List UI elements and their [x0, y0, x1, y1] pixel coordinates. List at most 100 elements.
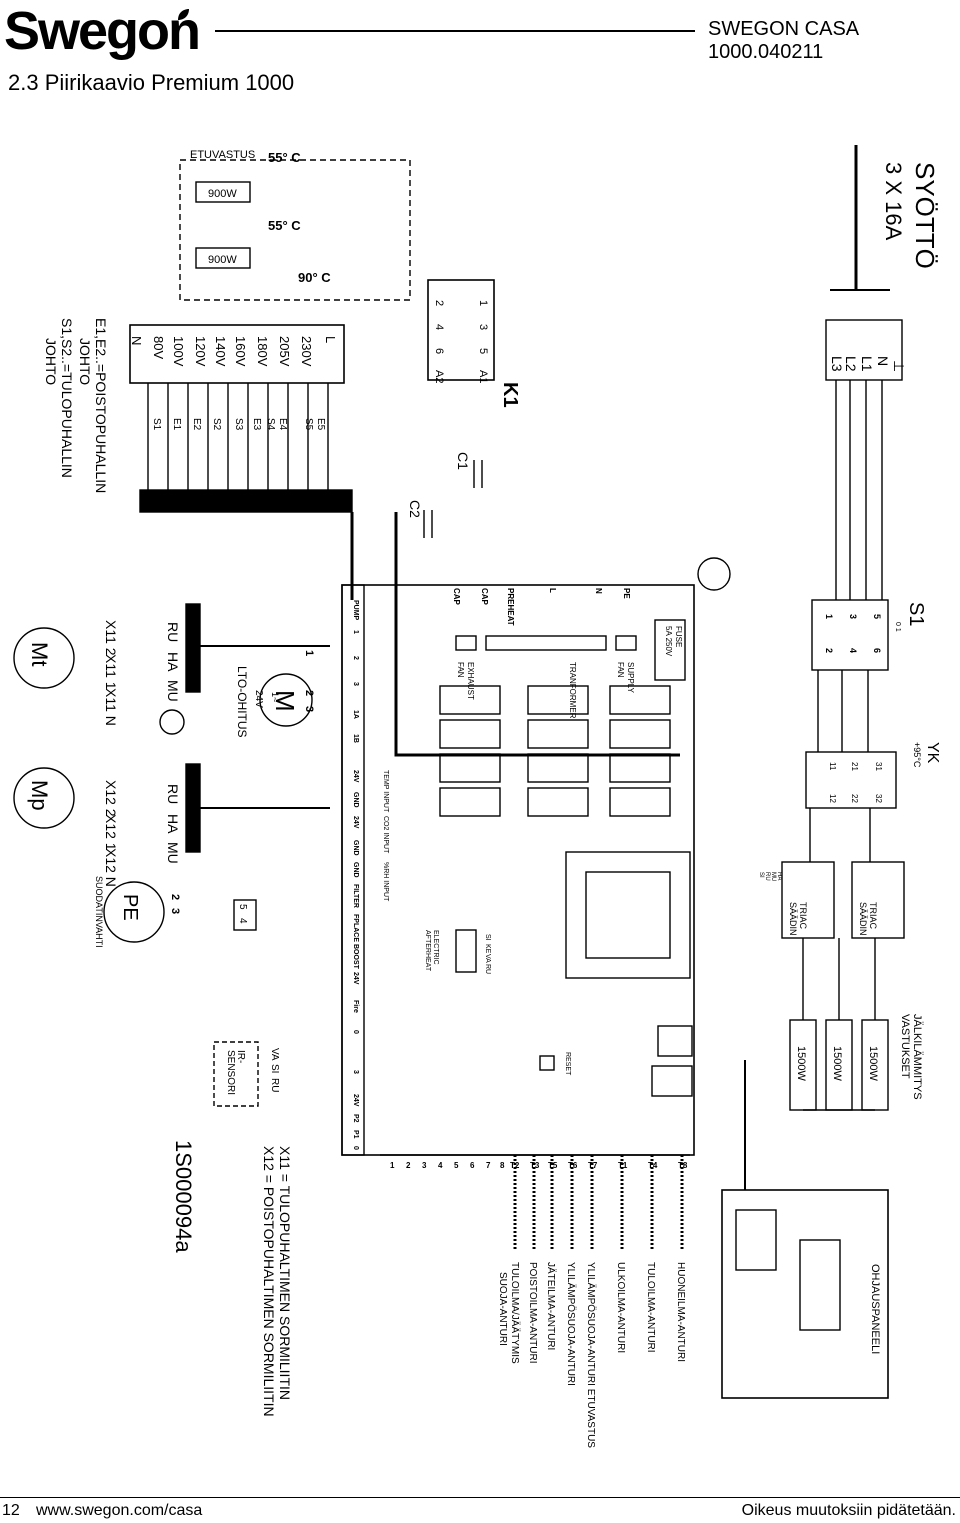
sw-pin: 4 [237, 918, 248, 924]
board-terminal: 24V [352, 972, 359, 985]
x11-label: X11 2 [103, 620, 119, 656]
s1-pin: 4 [848, 648, 858, 653]
afterheat-heaters-label-2: VASTUKSET [899, 1014, 911, 1079]
capacitor-c2: C2 [407, 500, 423, 518]
tap-wire: E4 [277, 418, 288, 431]
tap-wire: E3 [251, 418, 262, 431]
tap-label: 230V [299, 336, 314, 367]
ir-wire: RU [269, 1078, 280, 1092]
header-rule [215, 30, 695, 32]
fan-mt-label: Mt [27, 642, 52, 666]
board-exhaust-label: EXHAUST [466, 662, 475, 700]
x11-label: X11 N [103, 688, 119, 726]
board-terminal: 1A [352, 710, 359, 719]
tap-label: 180V [255, 336, 270, 367]
footer-rule [0, 1497, 960, 1498]
board-fuse-label-2: 5A 250V [664, 626, 673, 657]
thermostat-55-2: 55° C [268, 218, 301, 233]
supply-term-l2: L2 [843, 356, 859, 372]
sensor-label: HUONEILMA-ANTURI [675, 1262, 686, 1362]
s1-pin: 3 [848, 614, 858, 619]
tap-wire: E5 [315, 418, 326, 431]
s1-pin: 6 [872, 648, 882, 653]
bottom-terminal: 2 [406, 1161, 411, 1170]
ir-sensor-label: IR- [235, 1050, 246, 1063]
board-terminal: FPLACE [352, 914, 359, 942]
note-x11: X11 = TULOPUHALTIMEN SORMILIITIN [277, 1146, 293, 1400]
legend-s: S1,S2..=TULOPUHALLIN [59, 318, 75, 478]
afterheat-heaters-label: JÄLKILÄMMITYS [911, 1014, 923, 1100]
triac-2-label: TRIAC [868, 902, 878, 930]
yk-pin: 22 [850, 794, 859, 803]
tap-wire: S1 [151, 418, 162, 431]
board-supply-label-2: FAN [616, 662, 625, 678]
contactor-pin: 4 [433, 324, 445, 330]
yk-pin: 12 [828, 794, 837, 803]
board-terminal: 2 [352, 656, 359, 660]
board-terminal: Fire [352, 1000, 359, 1013]
leaf-icon [178, 9, 189, 20]
wire-color: HA [165, 814, 181, 834]
yk-pin: 32 [874, 794, 883, 803]
sw-pin: 5 [237, 904, 248, 910]
heater-1500w: 1500W [795, 1046, 807, 1081]
board-terminal: 24V [352, 770, 359, 783]
wire-color: MU [165, 680, 181, 702]
board-afterheat: ELECTRIC [432, 930, 439, 965]
page-number: 12 [2, 1502, 20, 1519]
yk-pin: 31 [874, 762, 883, 771]
s1-pin: 5 [872, 614, 882, 619]
control-panel-label: OHJAUSPANEELI [869, 1264, 881, 1354]
tap-wire: S3 [233, 418, 244, 431]
bottom-terminal: T8 [678, 1161, 688, 1170]
triac-wire: RU [764, 872, 770, 881]
board-terminal: 24V [352, 816, 359, 829]
fan-mp-label: Mp [27, 780, 52, 811]
heater-1500w: 1500W [831, 1046, 843, 1081]
contactor-k1-label: K1 [499, 382, 521, 408]
etuvastus-label: ETUVASTUS [190, 149, 255, 161]
x12-label: X12 1 [103, 814, 119, 851]
sensor-label: JÄTEILMA-ANTURI [545, 1262, 557, 1350]
tap-label: L [323, 336, 338, 343]
tap-label: 140V [213, 336, 228, 367]
board-terminal: PUMP [352, 600, 359, 621]
contactor-pin: 1 [477, 300, 489, 306]
lto-label: LTO-OHITUS [235, 666, 249, 738]
board-terminal: P1 [352, 1130, 359, 1139]
tap-label: 80V [151, 336, 166, 359]
board-transformer-label: TRANFORMER [568, 662, 577, 719]
tap-label: 205V [277, 336, 292, 367]
bottom-terminal: 1 [390, 1161, 395, 1170]
lto-motor-sub: 1~ [270, 692, 280, 702]
bottom-terminal: 5 [454, 1161, 459, 1170]
footer-url[interactable]: www.swegon.com/casa [36, 1502, 203, 1519]
wire-color: RU [165, 622, 181, 642]
wire-color: MU [165, 842, 181, 864]
board-top-label: PE [622, 588, 631, 599]
board-top-label: N [594, 588, 603, 594]
board-exhaust-label-2: FAN [456, 662, 465, 678]
board-terminal: 1 [352, 630, 359, 634]
contactor-pin: 2 [433, 300, 445, 306]
lto-pin: 3 [303, 706, 315, 712]
supply-term-pe: ⊥ [891, 360, 907, 372]
swegon-logo: Swegon [4, 1, 201, 61]
board-rh-input: %RH INPUT [382, 862, 389, 902]
heater-900w-2: 900W [208, 254, 237, 266]
board-terminal: GND [352, 862, 359, 878]
heater-900w-1: 900W [208, 188, 237, 200]
board-fuse-label: FUSE [674, 626, 683, 647]
afterheat-wire: VA [484, 954, 491, 963]
board-terminal: P2 [352, 1114, 359, 1123]
supply-term-l1: L1 [859, 356, 875, 372]
board-afterheat-2: AFTERHEAT [424, 930, 431, 972]
legend-e: E1,E2..=POISTOPUHALLIN [93, 318, 109, 493]
board-terminal: GND [352, 840, 359, 856]
board-co2-input: CO2 INPUT [382, 816, 389, 854]
contactor-pin: 5 [477, 348, 489, 354]
yk-label: YK [924, 742, 941, 764]
sensor-label: POISTOILMA-ANTURI [527, 1262, 538, 1364]
wire-color: RU [165, 784, 181, 804]
ir-wire: SI [269, 1064, 280, 1073]
